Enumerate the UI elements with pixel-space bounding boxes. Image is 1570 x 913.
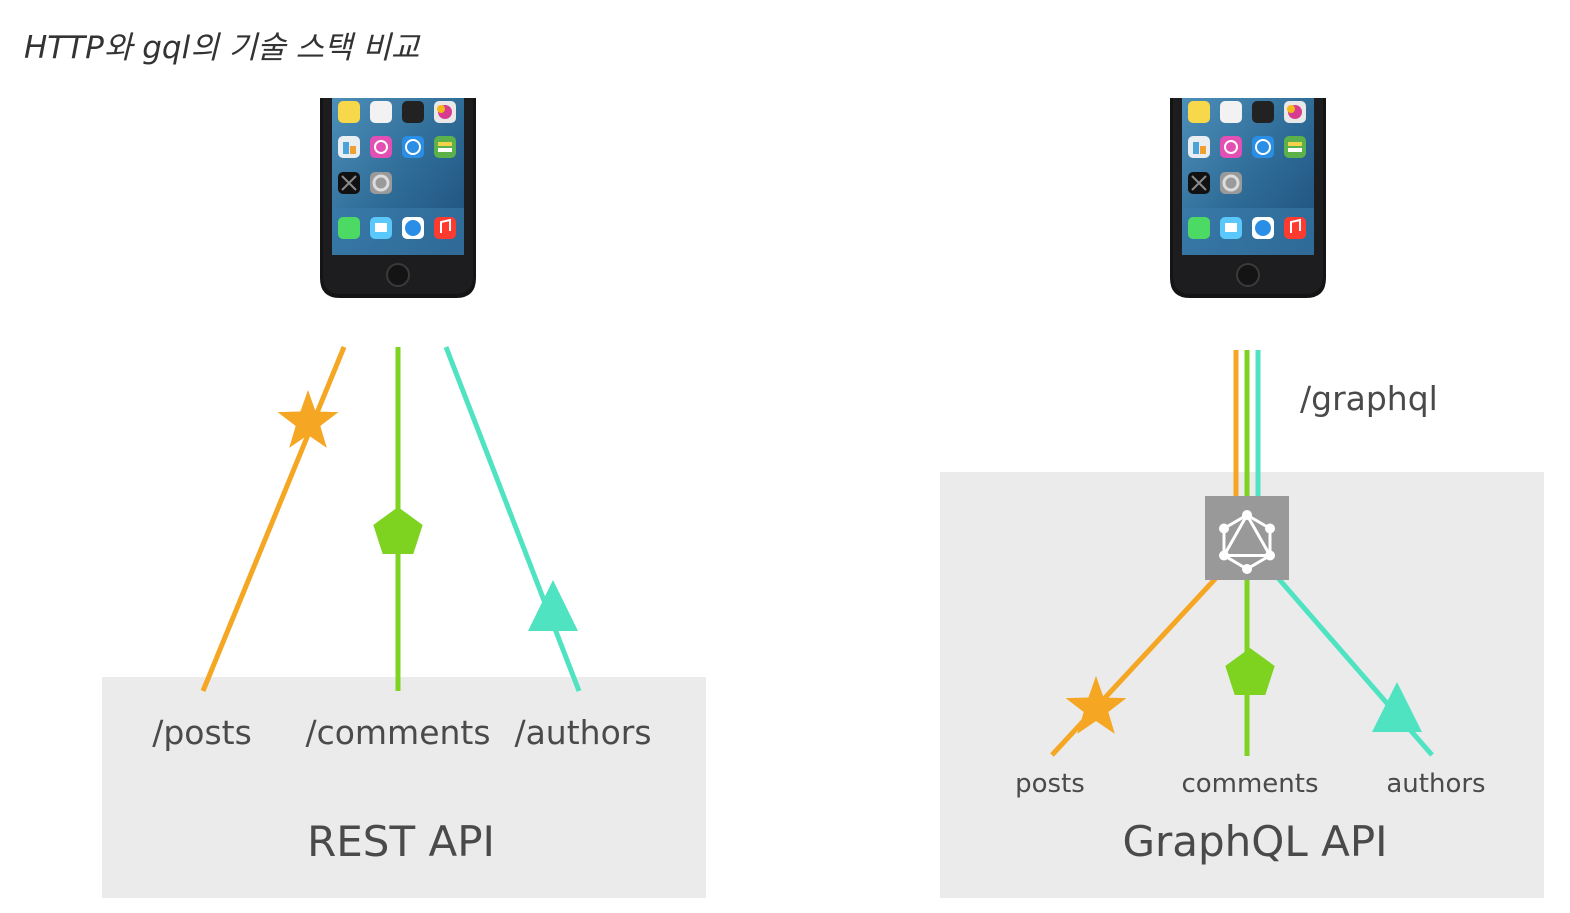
graphql-logo-icon: [1205, 496, 1289, 580]
graphql-field-posts: posts: [1015, 769, 1085, 799]
rest-posts-star-icon: [277, 390, 339, 448]
rest-endpoint-comments: /comments: [305, 713, 490, 752]
rest-comments-pentagon-icon: [373, 507, 423, 554]
rest-posts-connector: [200, 346, 347, 692]
graphql-posts-star-icon: [1065, 676, 1127, 734]
rest-authors-triangle-icon: [528, 580, 578, 631]
rest-client-phone: [318, 96, 478, 300]
rest-endpoint-posts: /posts: [152, 713, 252, 752]
graphql-authors-triangle-icon: [1372, 682, 1422, 732]
figure-caption: HTTP와 gql의 기술 스택 비교: [24, 30, 420, 66]
graphql-api-label: GraphQL API: [1122, 817, 1387, 866]
graphql-client-phone: [1168, 96, 1328, 300]
rest-authors-connector: [443, 346, 582, 692]
graphql-field-authors: authors: [1386, 769, 1485, 799]
graphql-field-comments: comments: [1181, 769, 1318, 799]
rest-endpoint-authors: /authors: [514, 713, 651, 752]
graphql-posts-branch: [1050, 576, 1218, 757]
graphql-comments-pentagon-icon: [1225, 648, 1275, 695]
rest-api-panel: [102, 677, 706, 898]
rest-api-label: REST API: [307, 817, 495, 866]
graphql-endpoint-label: /graphql: [1300, 379, 1438, 418]
